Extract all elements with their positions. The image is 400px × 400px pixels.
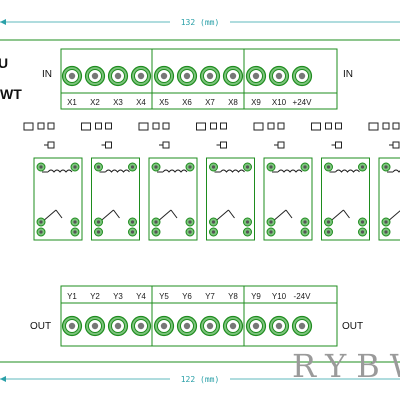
- input-terminal: X2: [84, 65, 106, 107]
- output-terminal-label: Y10: [272, 292, 287, 301]
- input-terminal: X6: [176, 65, 198, 107]
- input-terminal: X4: [130, 65, 152, 107]
- input-terminal: +24V: [291, 65, 313, 107]
- output-terminal: -24V: [291, 292, 313, 337]
- output-terminal: Y1: [61, 292, 83, 337]
- top-dimension-label: 132 (mm): [181, 18, 220, 27]
- output-terminal-label: Y3: [113, 292, 123, 301]
- output-terminal-label: Y7: [205, 292, 215, 301]
- bottom-dimension-label: 122 (mm): [181, 375, 220, 384]
- relay-module: [253, 122, 313, 241]
- input-terminal-label: X6: [182, 98, 192, 107]
- output-terminal: Y5: [153, 292, 175, 337]
- input-terminal-label: X8: [228, 98, 238, 107]
- brand-fragment: U: [0, 55, 8, 71]
- output-terminal: Y10: [268, 292, 290, 337]
- output-terminal: Y8: [222, 292, 244, 337]
- input-terminal-label: X5: [159, 98, 169, 107]
- relay-array: [23, 122, 400, 241]
- in-label-left: IN: [42, 69, 52, 80]
- out-label-left: OUT: [30, 321, 51, 332]
- brand-logo: WT: [0, 86, 22, 102]
- output-terminal-block: Y1 Y2 Y3 Y4 Y5 Y6 Y7 Y8 Y9 Y10 -24V: [60, 285, 338, 347]
- input-terminal-label: X3: [113, 98, 123, 107]
- output-terminal-label: -24V: [294, 292, 312, 301]
- input-terminal-label: X4: [136, 98, 146, 107]
- output-terminal-label: Y6: [182, 292, 192, 301]
- relay-module: [311, 122, 370, 241]
- input-terminal-block: X1 X2 X3 X4 X5 X6 X7 X8 X9 X10 +24V: [60, 48, 338, 110]
- output-terminal-label: Y5: [159, 292, 169, 301]
- input-terminal: X9: [245, 65, 267, 107]
- input-terminal-label: X2: [90, 98, 100, 107]
- output-terminal: Y3: [107, 292, 129, 337]
- input-terminal: X8: [222, 65, 244, 107]
- in-label-right: IN: [343, 69, 353, 80]
- output-terminal: Y2: [84, 292, 106, 337]
- input-terminal-label: X1: [67, 98, 77, 107]
- watermark: RYBW: [292, 347, 400, 385]
- output-terminal-label: Y2: [90, 292, 100, 301]
- output-terminal: Y9: [245, 292, 267, 337]
- bottom-dimension: 122 (mm): [0, 373, 400, 385]
- input-terminal: X1: [61, 65, 83, 107]
- output-terminal: Y4: [130, 292, 152, 337]
- input-terminal: X5: [153, 65, 175, 107]
- output-terminal: Y6: [176, 292, 198, 337]
- output-terminal-label: Y8: [228, 292, 238, 301]
- relay-module: [138, 122, 198, 241]
- output-terminal-label: Y1: [67, 292, 77, 301]
- relay-module: [81, 122, 140, 241]
- relay-module: [368, 122, 400, 241]
- relay-module: [23, 122, 83, 241]
- out-label-right: OUT: [342, 321, 363, 332]
- input-terminal-label: +24V: [293, 98, 313, 107]
- relay-module: [196, 122, 255, 241]
- top-dimension: 132 (mm): [0, 16, 400, 28]
- input-terminal-label: X9: [251, 98, 261, 107]
- input-terminal-label: X10: [272, 98, 287, 107]
- input-terminal: X10: [268, 65, 290, 107]
- output-terminal-label: Y9: [251, 292, 261, 301]
- input-terminal-label: X7: [205, 98, 215, 107]
- output-terminal-label: Y4: [136, 292, 146, 301]
- input-terminal: X7: [199, 65, 221, 107]
- input-terminal: X3: [107, 65, 129, 107]
- output-terminal: Y7: [199, 292, 221, 337]
